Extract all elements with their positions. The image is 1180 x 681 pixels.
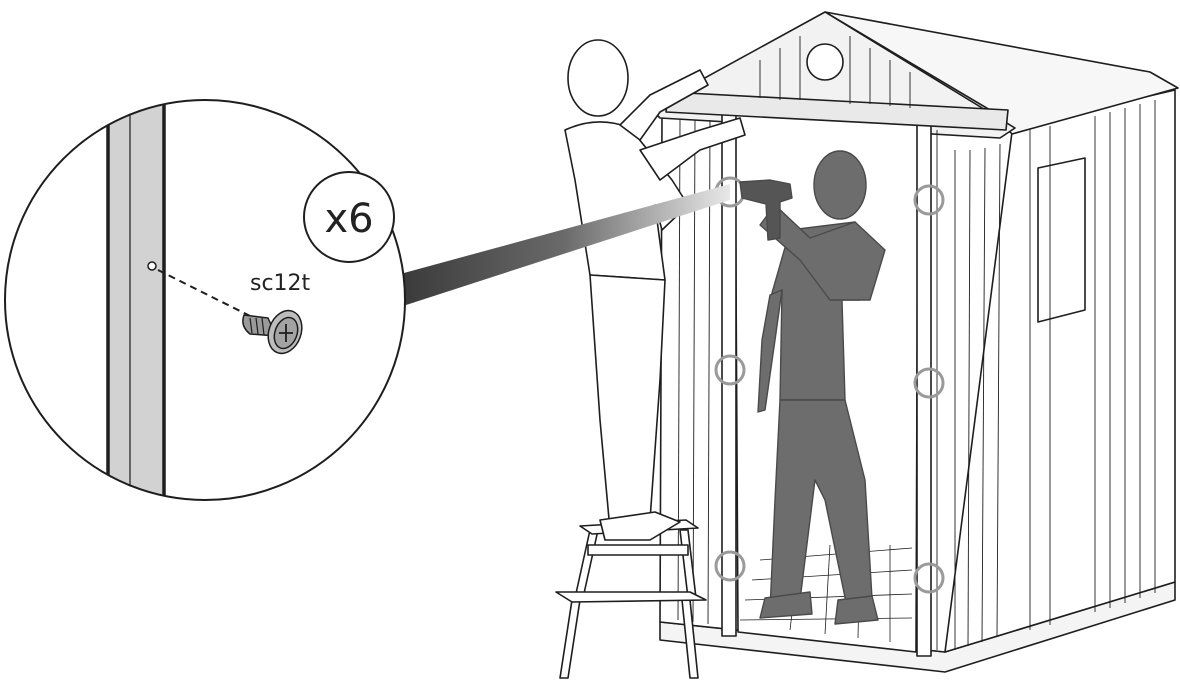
quantity-label: x6 [324, 196, 373, 242]
step-stool [556, 520, 706, 678]
gable-vent [807, 44, 843, 80]
side-window [1038, 158, 1085, 322]
person-head [568, 40, 628, 116]
screw-hole [148, 262, 156, 270]
shed [650, 12, 1178, 672]
person-legs [590, 275, 665, 530]
panel-rail [108, 90, 164, 510]
zoom-callout: x6 sc12t [5, 90, 405, 510]
part-code-label: sc12t [250, 271, 311, 296]
drilling-person-head [814, 151, 866, 219]
